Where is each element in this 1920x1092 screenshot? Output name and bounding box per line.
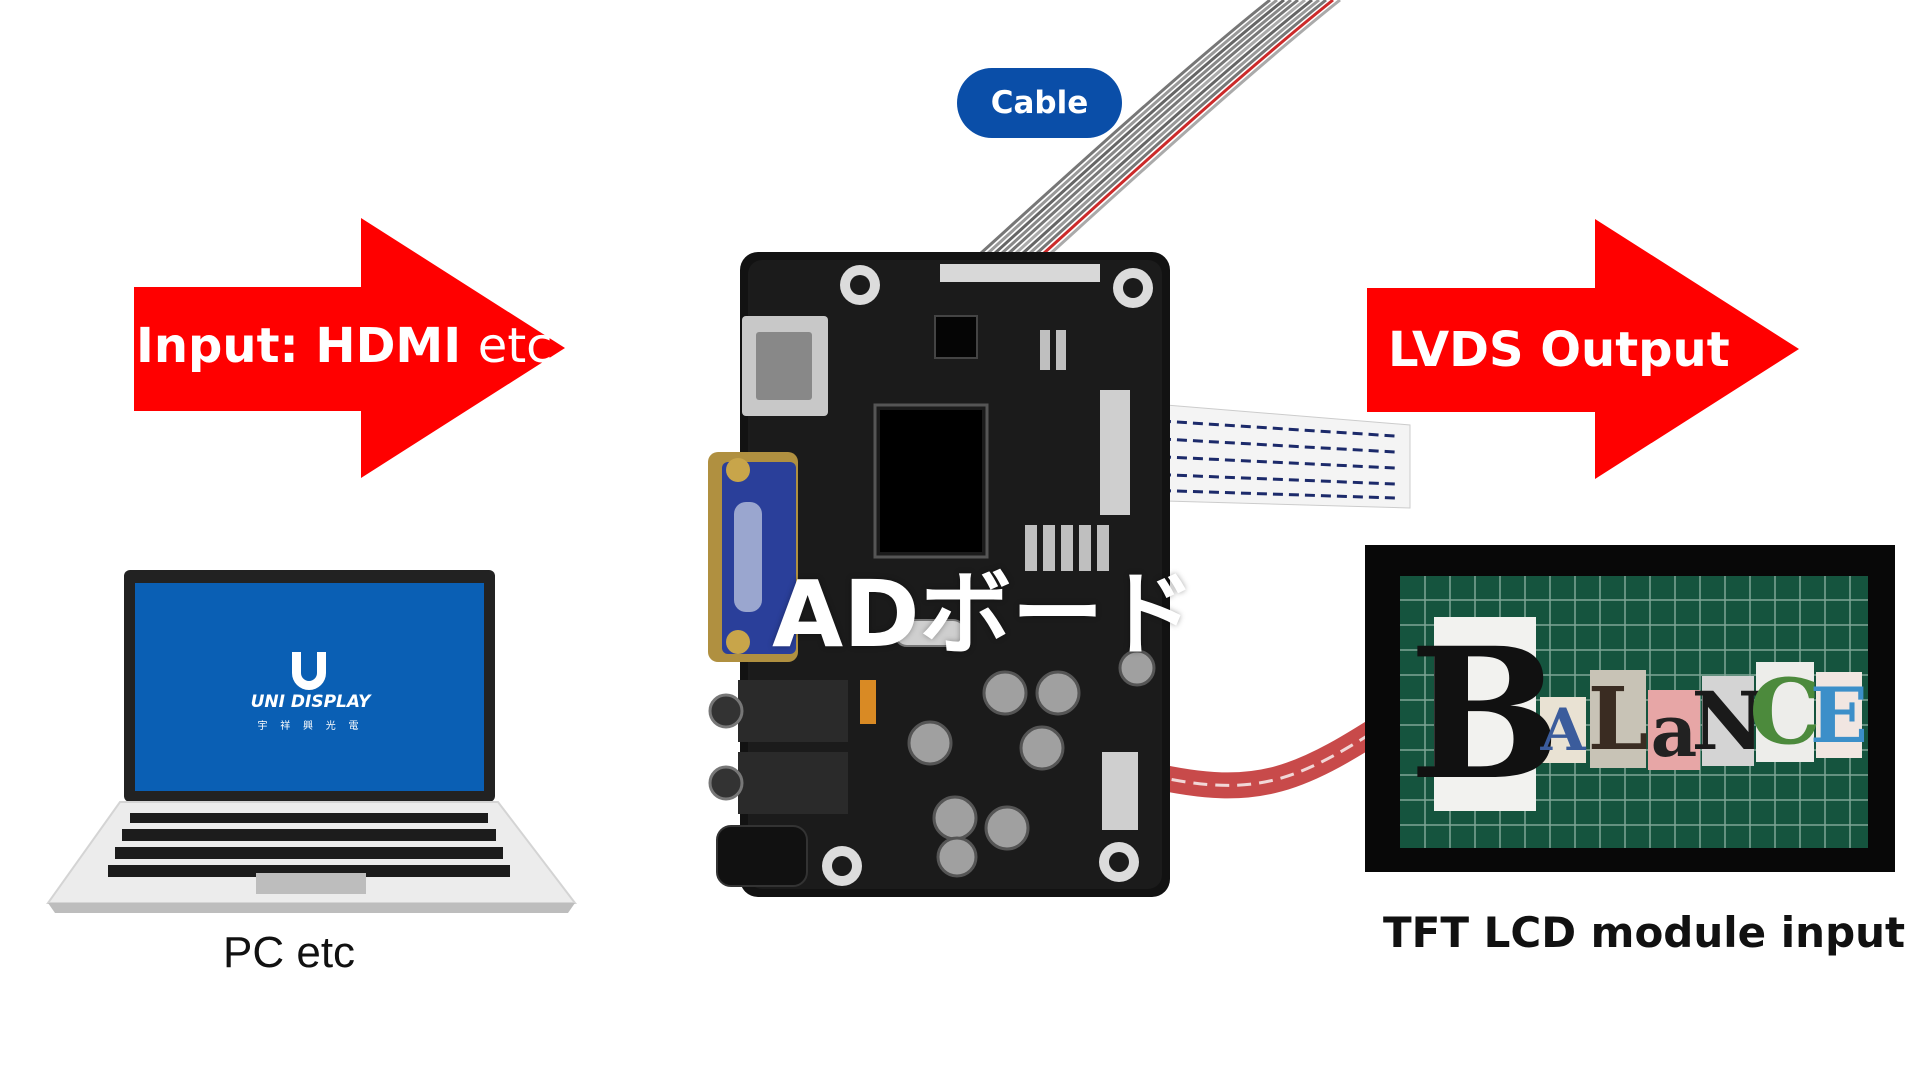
lcd-signal-cable xyxy=(1147,704,1408,799)
laptop-logo-sub: 宇 祥 興 光 電 xyxy=(257,721,364,732)
board-label: ADボード xyxy=(772,561,1196,668)
input-arrow-label-light: etc xyxy=(477,318,553,374)
lcd-letter: C xyxy=(1749,659,1821,765)
ad-board xyxy=(708,252,1170,897)
lcd-caption: TFT LCD module input xyxy=(1383,908,1906,957)
lcd-letter: L xyxy=(1587,668,1649,770)
top-ribbon-cable xyxy=(958,0,1341,274)
uni-display-logo-icon xyxy=(292,652,326,690)
input-arrow xyxy=(134,218,565,478)
cable-label: Cable xyxy=(957,68,1122,138)
output-arrow-label: LVDS Output xyxy=(1388,322,1730,378)
laptop xyxy=(46,570,578,913)
lvds-flat-cable xyxy=(1129,401,1411,509)
lcd-letter: N xyxy=(1691,674,1765,768)
lcd-module xyxy=(1365,545,1895,872)
lcd-letter: B xyxy=(1408,608,1562,820)
laptop-logo-brand: UNI DISPLAY xyxy=(250,692,371,712)
output-arrow xyxy=(1367,219,1799,479)
lcd-letter: A xyxy=(1540,696,1586,764)
laptop-caption: PC etc xyxy=(223,928,356,977)
lcd-letter: a xyxy=(1650,687,1698,773)
input-arrow-label: Input: HDMI etc xyxy=(136,318,553,374)
input-arrow-label-bold: Input: HDMI xyxy=(136,318,462,374)
lcd-letter: E xyxy=(1810,670,1868,760)
